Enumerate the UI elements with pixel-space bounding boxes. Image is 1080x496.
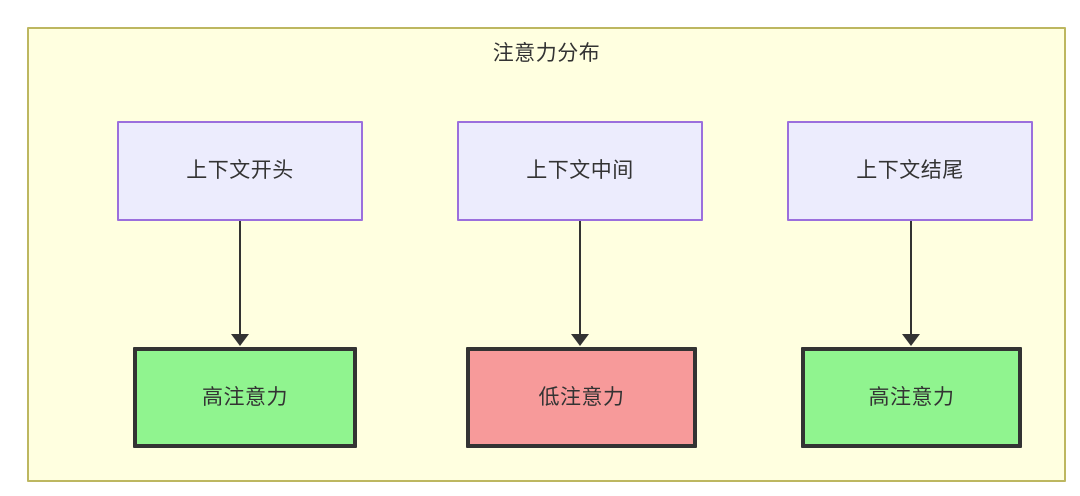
node-context-end[interactable]: 上下文结尾	[787, 121, 1033, 221]
node-attention-high-start-label: 高注意力	[202, 385, 288, 409]
node-attention-low-middle[interactable]: 低注意力	[466, 347, 697, 448]
node-attention-high-end[interactable]: 高注意力	[801, 347, 1022, 448]
diagram-title: 注意力分布	[492, 42, 601, 65]
arrowhead-icon-context-end	[902, 334, 920, 346]
edge-line-context-end-to-attention	[910, 221, 912, 335]
subgraph-container: 注意力分布 上下文开头 上下文中间 上下文结尾 高注意力 低注意力 高注意力	[27, 27, 1066, 482]
node-attention-high-start[interactable]: 高注意力	[133, 347, 357, 448]
node-context-end-label: 上下文结尾	[856, 159, 964, 182]
node-attention-high-end-label: 高注意力	[868, 385, 955, 409]
edge-line-context-start-to-attention	[239, 221, 241, 335]
node-attention-low-middle-label: 低注意力	[538, 385, 625, 409]
node-context-start-label: 上下文开头	[186, 159, 294, 182]
arrowhead-icon-context-start	[231, 334, 249, 346]
edge-line-context-middle-to-attention	[579, 221, 581, 335]
arrowhead-icon-context-middle	[571, 334, 589, 346]
node-context-middle[interactable]: 上下文中间	[457, 121, 703, 221]
node-context-middle-label: 上下文中间	[526, 159, 634, 182]
node-context-start[interactable]: 上下文开头	[117, 121, 363, 221]
